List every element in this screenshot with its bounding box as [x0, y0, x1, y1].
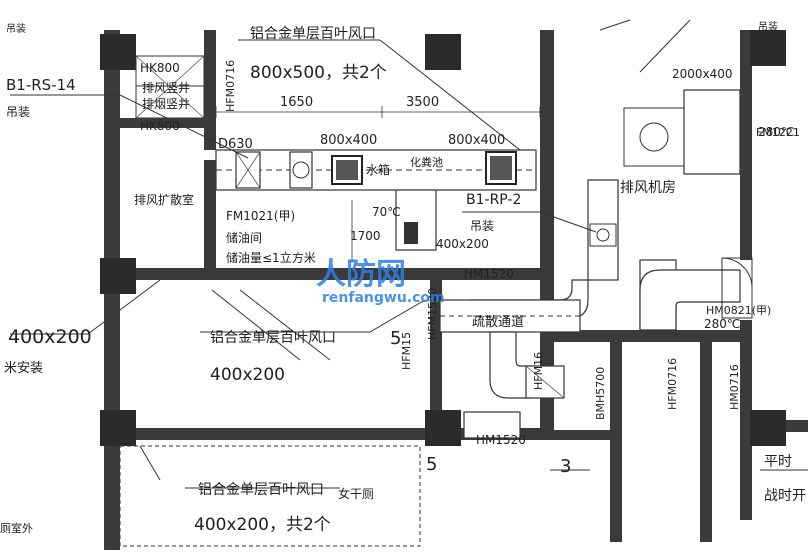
wall-room-left: [610, 342, 622, 542]
hk800-top: HK800: [140, 61, 180, 75]
d630-label: D630: [218, 137, 253, 152]
num-5-a: 5: [390, 328, 401, 349]
oil-volume-label: 储油量≤1立方米: [226, 250, 316, 265]
column: [750, 410, 786, 446]
columns: [100, 30, 786, 446]
fm1021-label: FM1021(甲): [226, 209, 295, 223]
lower-rooms: [119, 257, 753, 547]
louver-top-size: 800x500，共2个: [250, 63, 387, 83]
corridor-duct: [439, 299, 581, 333]
num-3: 3: [560, 456, 571, 477]
shaft-exhaust-label: 排风竖井: [142, 81, 190, 95]
septic-label: 化粪池: [410, 155, 443, 169]
louver-mid-label: 铝合金单层百叶风口: [210, 330, 336, 346]
num-5-b: 5: [426, 454, 437, 475]
louver-mid-size: 400x200: [210, 365, 285, 385]
duct-size-a: 800x400: [320, 133, 377, 148]
duct-200-label: 400x200: [436, 237, 489, 251]
wall-mid-horizontal: [104, 268, 544, 280]
exhaust-fan-box: [623, 107, 685, 167]
hm0821-label: HM0821(甲): [706, 304, 771, 317]
fan-section: [289, 151, 313, 189]
hfm0716-right: HFM0716: [666, 358, 679, 410]
water-tank-label: 水箱: [366, 162, 390, 177]
fan-room-label: 排风机房: [620, 180, 676, 196]
b1rs14-label: B1-RS-14: [6, 76, 76, 94]
temp-70-label: 70℃: [372, 205, 401, 219]
wall-right-upper: [740, 30, 752, 260]
top-left-hang: 吊装: [6, 22, 26, 35]
watermark: 人防网 renfangwu.com: [316, 257, 445, 306]
hm1520-mid: HM1520: [464, 267, 514, 281]
hang-left-label: 吊装: [6, 105, 30, 119]
toilet-left-label: 厕室外: [0, 521, 33, 535]
louver-top-label: 铝合金单层百叶风口: [250, 26, 376, 42]
hfm0716-top: HFM0716: [224, 60, 237, 112]
fan-outlet-duct: [683, 89, 741, 175]
b1rp2-label: B1-RP-2: [466, 192, 521, 208]
dim-1650: 1650: [280, 95, 313, 110]
text-labels: 铝合金单层百叶风口 800x500，共2个 1650 3500 800x400 …: [0, 20, 806, 535]
wartime-label: 战时开: [764, 488, 806, 504]
fan-room-elbow: [639, 269, 741, 331]
size-2000x400: 2000x400: [672, 67, 733, 81]
column: [425, 410, 461, 446]
duct-size-b: 800x400: [448, 133, 505, 148]
lower-duct: [489, 331, 531, 399]
install-left-label: 米安装: [4, 361, 43, 376]
wall-room-lower: [540, 430, 610, 440]
shaft-block: [135, 55, 205, 119]
temp-280-top: 280℃: [758, 125, 794, 139]
oil-room-label: 储油间: [226, 230, 262, 245]
female-toilet-label: 女干厕: [338, 486, 374, 501]
wall-right-lower: [740, 320, 752, 520]
exhaust-fan-unit: [589, 223, 617, 247]
bottom-duct: [463, 411, 521, 439]
peacetime-label: 平时: [764, 454, 792, 470]
branch-damper: [404, 222, 418, 244]
column: [100, 34, 136, 70]
column: [425, 34, 461, 70]
dimensions: [215, 106, 541, 262]
hk800-bottom: HK800: [140, 119, 180, 133]
watermark-logo: 人防网: [316, 257, 406, 292]
temp-280-mid: 280℃: [704, 317, 740, 331]
wall-exhaust-right: [204, 160, 216, 275]
column: [100, 258, 136, 294]
dim-1700: 1700: [350, 229, 381, 243]
wall-room-top: [540, 330, 740, 342]
leaders: [10, 19, 808, 489]
dim-3500: 3500: [406, 95, 439, 110]
wall-room-right: [700, 342, 712, 542]
shaft-outline: [135, 55, 205, 119]
louver-bot-size: 400x200，共2个: [194, 515, 331, 535]
wall-center-lower: [430, 280, 442, 430]
hm1520-bottom: HM1520: [476, 433, 526, 447]
column: [100, 410, 136, 446]
ductwork: [215, 89, 741, 439]
wall-shaft-bottom: [104, 118, 216, 128]
lower-room-outline: [119, 445, 421, 547]
exhaust-room-label: 排风扩散室: [134, 192, 194, 207]
size-400x200-left: 400x200: [8, 326, 92, 348]
wall-shaft-right: [204, 30, 216, 150]
fm1221-label: FM1221: [756, 126, 800, 139]
shaft-smoke-label: 排烟竖井: [142, 97, 190, 111]
bmh5700-label: BMH5700: [594, 367, 607, 420]
wall-center-vertical: [540, 30, 554, 330]
hfm15-a: HFM15: [400, 332, 413, 370]
watermark-url: renfangwu.com: [322, 290, 445, 306]
hang-right-label: 吊装: [470, 219, 494, 233]
column: [750, 30, 786, 66]
corridor-label: 疏散通道: [472, 315, 524, 330]
hfm15-b: HFM1520: [426, 288, 439, 340]
hm0716-right: HM0716: [728, 364, 741, 410]
top-right-hang: 吊装: [758, 20, 778, 33]
louver-bot-label: 铝合金单层百叶风口: [198, 482, 324, 498]
hfm16-label: HFM16: [532, 352, 545, 390]
